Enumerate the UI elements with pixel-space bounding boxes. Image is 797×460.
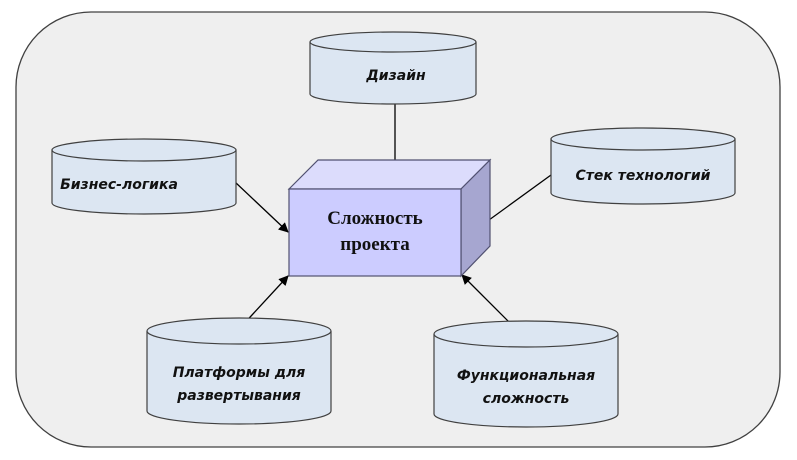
cylinder-body [550, 139, 736, 205]
cylinder-top [51, 138, 237, 162]
factor-design[interactable]: Дизайн [309, 31, 477, 105]
factor-functional-label-line-2: сложность [483, 391, 570, 407]
center-label-line-1: Сложность [327, 208, 422, 229]
cylinder-top [146, 317, 332, 345]
cube-top-face [287, 159, 492, 190]
edge-business-logic [234, 181, 289, 233]
factor-platforms[interactable]: Платформы для развертывания [146, 317, 332, 425]
center-label-line-2: проекта [340, 234, 410, 255]
factor-design-label: Дизайн [365, 68, 426, 84]
factor-tech-stack[interactable]: Стек технологий [550, 127, 736, 205]
factor-functional-label-line-1: Функциональная [457, 368, 595, 384]
factor-platforms-label-line-1: Платформы для [173, 365, 306, 381]
cylinder-body [146, 331, 332, 425]
cube-front-face [288, 188, 462, 277]
project-complexity-cube[interactable]: Сложность проекта [287, 158, 492, 278]
factor-functional[interactable]: Функциональная сложность [433, 320, 619, 428]
cylinder-top [309, 31, 477, 53]
cylinder-body [309, 42, 477, 105]
cylinder-top [550, 127, 736, 151]
factor-tech-stack-label: Стек технологий [576, 168, 711, 184]
factor-business-logic-label: Бизнес-логика [60, 177, 178, 193]
factor-platforms-label-line-2: развертывания [176, 388, 301, 404]
cylinder-top [433, 320, 619, 348]
cylinder-body [51, 150, 237, 215]
cylinder-body [433, 334, 619, 428]
factor-business-logic[interactable]: Бизнес-логика [51, 138, 237, 215]
